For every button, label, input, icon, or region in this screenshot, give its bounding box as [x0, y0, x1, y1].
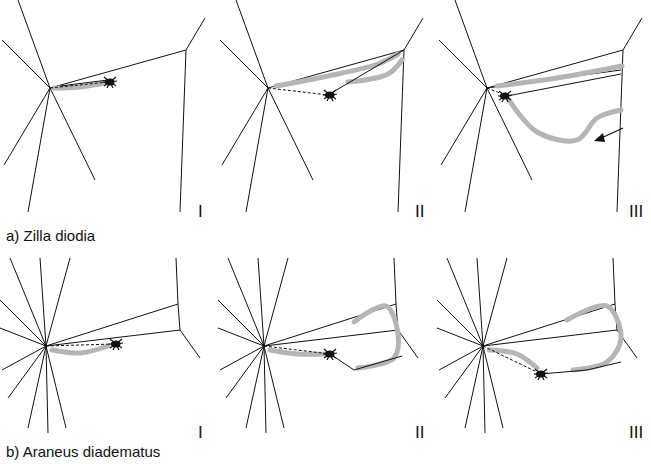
- radius: [264, 330, 398, 346]
- radius: [483, 258, 507, 346]
- spider: [534, 369, 548, 380]
- radius: [50, 50, 186, 88]
- radius: [246, 346, 264, 428]
- dragline: [268, 88, 328, 95]
- radius: [465, 346, 483, 428]
- dragline: [46, 344, 114, 346]
- new-thread: [509, 100, 621, 141]
- radius: [46, 258, 70, 346]
- radius: [264, 346, 266, 433]
- radius: [28, 346, 46, 428]
- dragline: [483, 346, 541, 374]
- thread: [507, 74, 621, 96]
- new-thread: [497, 66, 622, 86]
- radius: [465, 88, 487, 212]
- radius: [236, 0, 268, 88]
- radius: [487, 50, 623, 88]
- radius: [439, 346, 483, 370]
- radius: [268, 50, 404, 88]
- radius: [46, 304, 178, 346]
- radius: [220, 346, 264, 370]
- panel-caption: a) Zilla diodia: [6, 228, 95, 245]
- radius: [437, 328, 483, 346]
- radius: [264, 346, 284, 428]
- stage-number: II: [415, 424, 424, 443]
- radius: [483, 346, 503, 428]
- radius: [218, 328, 264, 346]
- radius: [483, 346, 485, 433]
- radius: [46, 330, 180, 346]
- radius: [483, 330, 617, 346]
- frame-thread: [180, 18, 205, 212]
- thread: [541, 362, 621, 374]
- radius: [268, 88, 313, 180]
- spider: [103, 77, 117, 88]
- radius: [220, 40, 268, 88]
- spider: [109, 339, 123, 350]
- radius: [439, 40, 487, 88]
- radius: [2, 346, 46, 370]
- radius: [10, 258, 46, 346]
- new-thread: [567, 305, 621, 370]
- radius: [264, 258, 288, 346]
- thread: [328, 50, 404, 95]
- radius: [228, 258, 264, 346]
- new-thread: [489, 350, 537, 368]
- radius: [46, 346, 48, 433]
- radius: [40, 258, 46, 346]
- radius: [2, 40, 50, 88]
- radius: [0, 328, 46, 346]
- radius: [50, 88, 95, 180]
- araneus-panel: [0, 258, 200, 433]
- new-thread: [276, 54, 398, 86]
- new-thread: [270, 350, 326, 354]
- radius: [18, 0, 50, 88]
- frame-thread: [617, 18, 642, 212]
- thread: [60, 80, 108, 86]
- zilla-panel: [439, 0, 642, 212]
- spider: [323, 349, 337, 360]
- stage-number: II: [415, 203, 424, 222]
- radius: [455, 0, 487, 88]
- radius: [246, 88, 268, 212]
- zilla-panel: [220, 0, 423, 212]
- new-thread: [52, 346, 108, 353]
- stage-number: I: [198, 424, 203, 443]
- radius: [46, 346, 66, 428]
- radius: [258, 258, 264, 346]
- pointer-arrow-head: [594, 133, 605, 142]
- radius: [28, 88, 50, 212]
- radius: [447, 258, 483, 346]
- frame-thread: [613, 258, 637, 358]
- araneus-panel: [437, 258, 637, 433]
- spider: [323, 90, 337, 101]
- stage-number: III: [629, 203, 643, 222]
- panel-caption: b) Araneus diadematus: [6, 444, 160, 461]
- frame-thread: [398, 18, 423, 212]
- frame-thread: [176, 258, 200, 358]
- dragline: [264, 346, 330, 354]
- zilla-panel: [2, 0, 205, 212]
- dragline: [50, 82, 108, 88]
- radius: [477, 258, 483, 346]
- thread: [330, 354, 402, 370]
- araneus-panel: [218, 258, 418, 433]
- stage-number: I: [198, 203, 203, 222]
- stage-number: III: [629, 424, 643, 443]
- radius: [483, 304, 615, 346]
- radius: [218, 300, 264, 346]
- radius: [437, 300, 483, 346]
- radius: [0, 300, 46, 346]
- spider: [498, 91, 512, 102]
